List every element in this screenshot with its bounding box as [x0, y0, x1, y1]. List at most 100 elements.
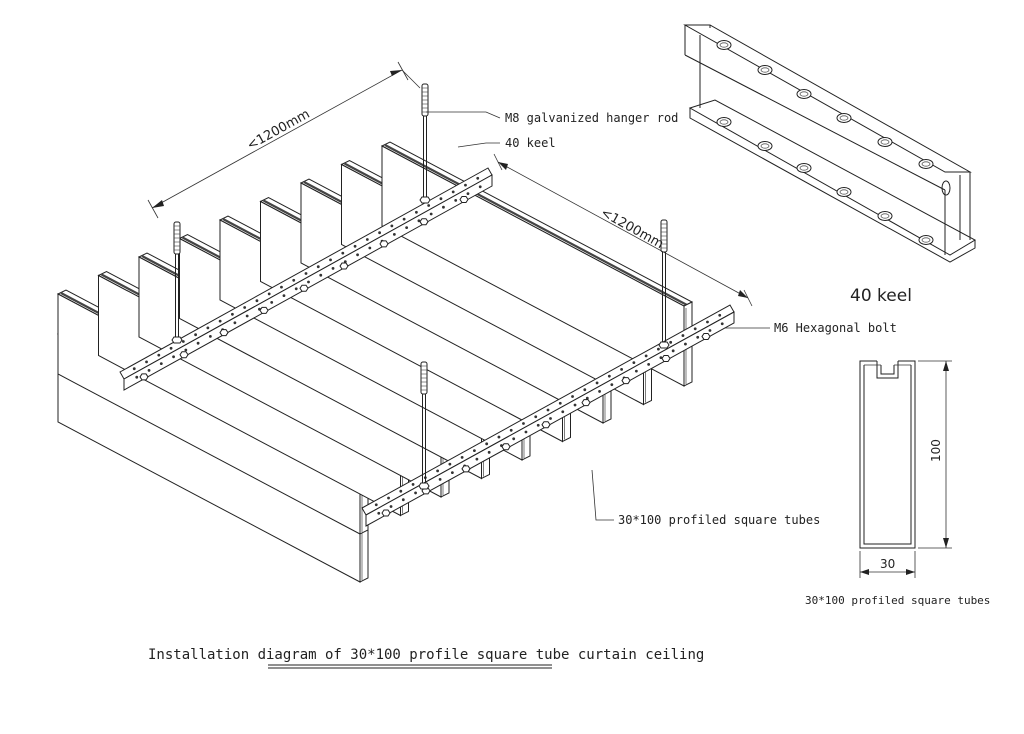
hex-bolt — [419, 218, 429, 226]
hex-bolt — [379, 240, 389, 248]
keel-hole — [316, 265, 320, 269]
keel-hole — [475, 457, 479, 461]
keel-detail-hole — [918, 159, 934, 169]
keel-hole — [159, 362, 163, 365]
keel-hole — [448, 462, 452, 466]
keel-hole — [708, 329, 712, 332]
keel-detail-hole — [716, 117, 732, 127]
keel-hole — [415, 210, 418, 214]
keel-detail-hole-inner — [921, 237, 931, 243]
keel-hole — [245, 314, 249, 318]
hanger-rods — [171, 83, 670, 490]
keel-detail-hole-inner — [880, 139, 890, 145]
keel-hole — [255, 299, 259, 303]
keel-hole — [671, 349, 675, 353]
main-caption: Installation diagram of 30*100 profile s… — [148, 647, 704, 663]
hex-bolt — [299, 284, 309, 292]
keel-hole — [464, 183, 467, 187]
hanger-rod-nut — [658, 341, 670, 349]
keel-hole — [450, 471, 454, 475]
keel-hole — [634, 369, 638, 373]
keel-hole — [454, 199, 458, 202]
keel-detail-hole — [836, 113, 852, 123]
section-height-label: 100 — [929, 439, 943, 462]
hex-bolt-label: M6 Hexagonal bolt — [774, 321, 897, 335]
keel-hole — [411, 483, 415, 486]
keel-hole — [282, 294, 286, 297]
keel-hole — [473, 449, 476, 452]
keel-detail-hole-inner — [839, 115, 849, 121]
keel-hole — [172, 355, 175, 359]
keel-hole — [206, 326, 210, 330]
keel-hole — [466, 192, 470, 196]
keel-hole — [439, 197, 443, 201]
hex-bolt — [139, 373, 149, 381]
section-width-label: 30 — [880, 557, 895, 571]
keel-detail-hole — [877, 137, 893, 147]
keel-hole — [356, 253, 359, 257]
hanger-rod-nut — [171, 336, 183, 344]
keel-hole — [497, 435, 501, 439]
keel-hole — [561, 410, 565, 414]
keel-hole — [304, 272, 308, 275]
keel-hole — [485, 442, 489, 446]
keel-hole — [512, 437, 516, 441]
keel-hole — [319, 273, 323, 277]
keel-hole — [389, 505, 393, 508]
keel-hole — [595, 381, 599, 385]
keel-hole — [414, 491, 417, 495]
section-height-dimension — [918, 360, 952, 549]
hanger-rod-nut — [419, 196, 431, 204]
keel-hole — [546, 408, 550, 412]
hex-bolt — [621, 377, 631, 385]
keel-detail-hole-inner — [760, 67, 770, 73]
dimension-right — [493, 153, 753, 307]
keel-hole — [157, 353, 161, 357]
keel-hole — [429, 212, 433, 216]
keel-hole — [524, 430, 528, 434]
section-width-dimension — [859, 551, 916, 578]
keel-hole — [387, 496, 390, 500]
keel-detail-holes — [716, 40, 934, 245]
keel-hole — [438, 478, 442, 481]
keel-hole — [573, 403, 577, 407]
keel-hole — [696, 335, 700, 339]
keel-hole — [720, 322, 724, 326]
tubes-label: 30*100 profiled square tubes — [618, 513, 820, 527]
keel-hole — [307, 280, 310, 284]
hex-bolt — [581, 399, 591, 407]
hanger-rod-nut — [418, 482, 430, 490]
keel-hole — [585, 396, 589, 400]
keel-hole — [280, 285, 283, 289]
keel-hole — [184, 348, 188, 352]
keel-hole — [169, 346, 173, 350]
keel-hole — [270, 301, 274, 304]
keel-detail-drawing — [683, 24, 977, 263]
keel-hole — [147, 369, 151, 372]
keel-hole — [478, 185, 482, 189]
keel-hole — [451, 190, 455, 194]
keel-detail-hole — [918, 235, 934, 245]
keel-hole — [399, 489, 403, 493]
keel-detail-hole — [796, 89, 812, 99]
hex-bolt — [501, 443, 511, 451]
keel-hole — [365, 238, 369, 241]
keel-hole — [233, 321, 237, 325]
keel-detail-hole-inner — [880, 213, 890, 219]
keel-hole — [405, 226, 409, 230]
hex-bolt — [259, 306, 269, 314]
keel-detail-hole — [877, 211, 893, 221]
tube-slot — [384, 144, 688, 306]
keel-hole — [583, 388, 587, 392]
keel-hole — [132, 367, 136, 371]
keel-hole — [145, 360, 148, 364]
hex-bolt — [219, 329, 229, 337]
keel-detail-hole-inner — [799, 91, 809, 97]
keel-hole — [181, 340, 185, 343]
keel-hole — [442, 205, 445, 209]
keel-hole — [436, 469, 439, 473]
keel-detail-hole-inner — [760, 143, 770, 149]
hex-bolt — [179, 351, 189, 359]
keel-hole — [669, 340, 673, 344]
keel-hole — [331, 267, 335, 270]
